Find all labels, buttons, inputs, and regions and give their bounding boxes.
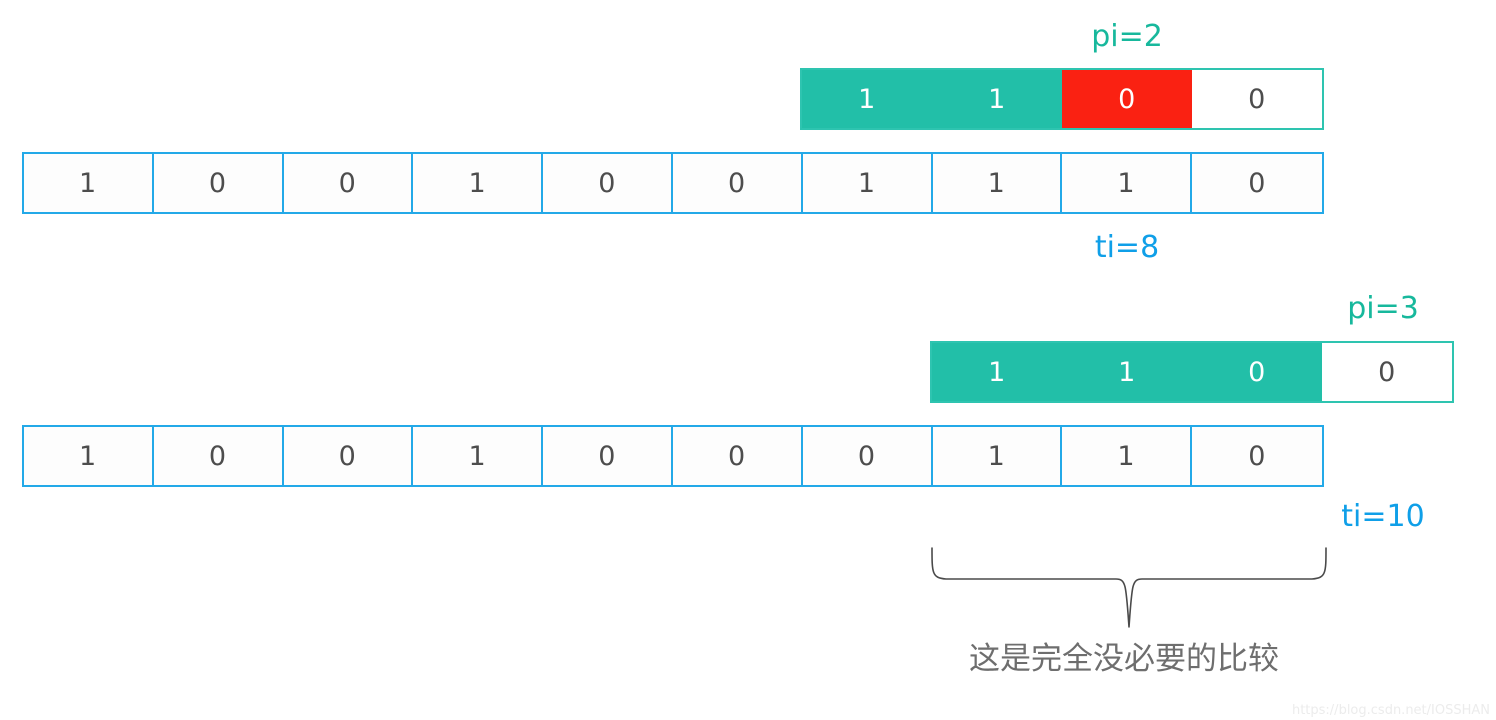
text-cell: 0 [543,154,673,212]
text-cell: 1 [413,154,544,212]
text-row-step-2: 1 0 0 1 0 0 0 1 1 0 [22,425,1324,487]
pattern-row-step-1: 1 1 0 0 [800,68,1324,130]
text-cell: 1 [1062,154,1193,212]
text-cell: 0 [543,427,673,485]
text-cell: 0 [283,427,414,485]
text-index-label-step-2: ti=10 [1341,499,1425,534]
text-cell: 0 [153,154,284,212]
text-cell: 0 [672,427,803,485]
curly-brace-icon [931,547,1327,628]
pattern-index-label-step-2: pi=3 [1347,291,1419,326]
text-cell: 1 [932,427,1063,485]
text-index-label-step-1: ti=8 [1094,230,1160,265]
pattern-cell: 0 [1322,343,1452,401]
text-cell: 1 [932,154,1063,212]
pattern-cell-mismatch: 0 [1062,70,1192,128]
text-cell: 0 [802,427,933,485]
annotation-caption: 这是完全没必要的比较 [969,641,1279,677]
pattern-cell: 1 [932,343,1062,401]
annotation-brace [920,545,1340,630]
text-cell: 0 [283,154,414,212]
text-cell: 1 [24,427,154,485]
text-cell: 0 [1192,154,1322,212]
watermark: https://blog.csdn.net/IOSSHAN [1291,703,1490,718]
text-cell: 0 [1192,427,1322,485]
text-row-step-1: 1 0 0 1 0 0 1 1 1 0 [22,152,1324,214]
text-cell: 1 [24,154,154,212]
text-cell: 0 [672,154,803,212]
pattern-index-label-step-1: pi=2 [1091,19,1163,54]
pattern-cell: 1 [932,70,1062,128]
pattern-cell: 0 [1192,70,1322,128]
text-cell: 1 [413,427,544,485]
text-cell: 1 [1062,427,1193,485]
pattern-cell: 1 [1062,343,1192,401]
text-cell: 1 [802,154,933,212]
pattern-row-step-2: 1 1 0 0 [930,341,1454,403]
text-cell: 0 [153,427,284,485]
pattern-cell: 0 [1192,343,1322,401]
pattern-cell: 1 [802,70,932,128]
